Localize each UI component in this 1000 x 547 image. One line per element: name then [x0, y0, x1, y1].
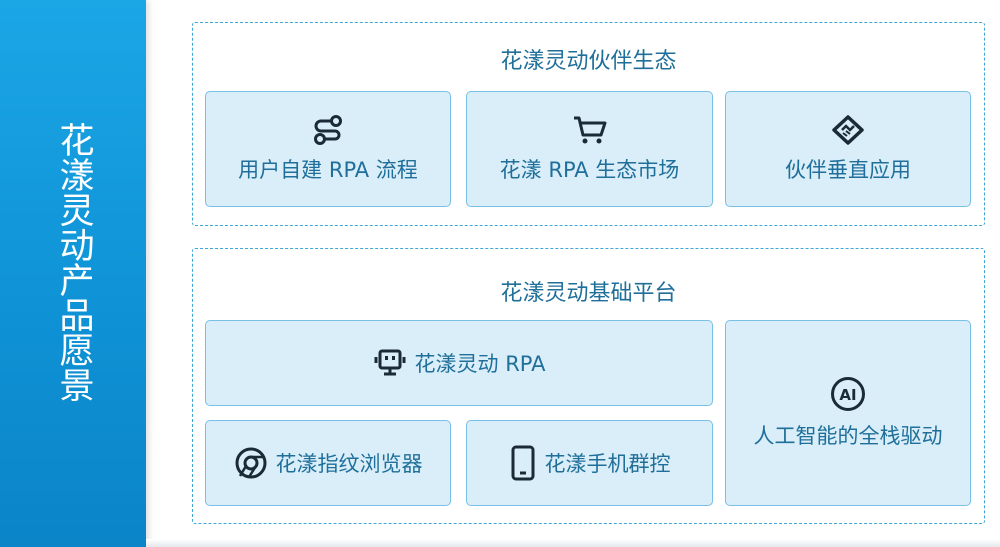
- workflow-icon: [311, 114, 345, 146]
- ecosystem-card-rpa-market: 花漾 RPA 生态市场: [466, 91, 713, 207]
- platform-card-label: 花漾灵动 RPA: [414, 352, 546, 376]
- shopping-cart-icon: [572, 114, 608, 146]
- ecosystem-card-label: 伙伴垂直应用: [785, 158, 911, 182]
- handshake-icon: [830, 114, 866, 146]
- ecosystem-card-label: 花漾 RPA 生态市场: [499, 158, 680, 182]
- ai-icon: AI: [830, 376, 866, 412]
- ecosystem-card-label: 用户自建 RPA 流程: [238, 158, 418, 182]
- platform-card-label: 花漾手机群控: [544, 452, 671, 476]
- browser-icon: [234, 446, 268, 480]
- platform-card-ai: AI 人工智能的全栈驱动: [725, 320, 971, 506]
- bottom-shadow: [146, 539, 1000, 547]
- side-banner: 花漾灵动产品愿景: [0, 0, 146, 547]
- platform-card-rpa: 花漾灵动 RPA: [205, 320, 713, 406]
- platform-card-label: 人工智能的全栈驱动: [753, 424, 943, 448]
- mobile-phone-icon: [509, 445, 537, 481]
- platform-card-phone-control: 花漾手机群控: [466, 420, 713, 506]
- ecosystem-card-partner-apps: 伙伴垂直应用: [725, 91, 971, 207]
- platform-card-label: 花漾指纹浏览器: [275, 452, 423, 476]
- product-vision-title: 花漾灵动产品愿景: [53, 122, 94, 402]
- platform-card-fingerprint-browser: 花漾指纹浏览器: [205, 420, 451, 506]
- platform-title: 花漾灵动基础平台: [500, 281, 677, 306]
- ai-icon-text: AI: [839, 386, 856, 404]
- ecosystem-title: 花漾灵动伙伴生态: [500, 49, 677, 74]
- ecosystem-card-rpa-workflow: 用户自建 RPA 流程: [205, 91, 451, 207]
- robot-icon: [373, 347, 407, 379]
